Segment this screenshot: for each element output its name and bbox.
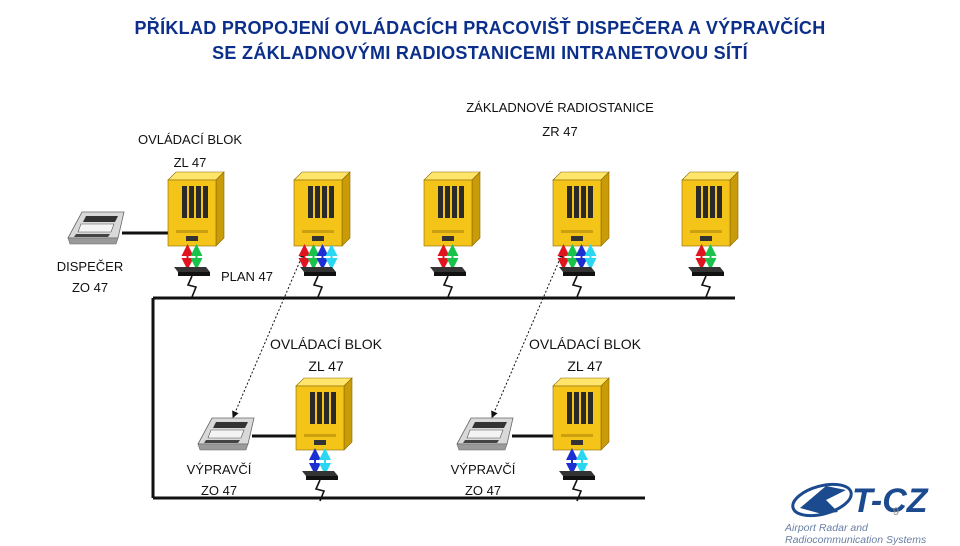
operator-right-console-icon: [456, 417, 514, 451]
control-block-top-label: OVLÁDACÍ BLOK: [137, 132, 243, 147]
operator-left-code: ZO 47: [200, 483, 238, 498]
base-station-3-unit-switch: [559, 267, 595, 298]
logo-text: T-CZ: [852, 482, 928, 520]
control-block-top-unit-switch: [174, 267, 210, 298]
base-stations-label: ZÁKLADNOVÉ RADIOSTANICE: [466, 100, 654, 115]
radio-link-right: [491, 250, 564, 419]
base-station-1-unit-switch: [300, 267, 336, 298]
title-line-1: PŘÍKLAD PROPOJENÍ OVLÁDACÍCH PRACOVIŠŤ D…: [134, 18, 826, 38]
control-block-right-label: OVLÁDACÍ BLOK: [528, 336, 642, 352]
tcz-logo-icon: [791, 482, 853, 518]
radio-link-left: [232, 250, 305, 419]
control-block-left-unit: [295, 377, 353, 451]
control-block-top-unit: [167, 171, 225, 247]
base-station-2-unit: [423, 171, 481, 247]
operator-left-console-icon: [197, 417, 255, 451]
operator-right-label: VÝPRAVČÍ: [450, 462, 516, 477]
base-station-4-unit: [681, 171, 739, 247]
base-station-2-unit-switch: [430, 267, 466, 298]
base-station-4-unit-switch: [688, 267, 724, 298]
control-block-left-unit-switch: [302, 471, 338, 502]
control-block-left-code: ZL 47: [308, 358, 344, 374]
dispatcher-label: DISPEČER: [56, 259, 124, 274]
page-number: 9: [893, 506, 900, 518]
control-block-right-code: ZL 47: [567, 358, 603, 374]
logo-tagline: Airport Radar and Radiocommunication Sys…: [785, 522, 927, 546]
dispatcher-code: ZO 47: [71, 280, 109, 295]
control-block-top-code: ZL 47: [173, 155, 207, 170]
dispatcher-console-icon: [67, 211, 125, 245]
base-station-3-unit: [552, 171, 610, 247]
operator-left-label: VÝPRAVČÍ: [186, 462, 252, 477]
control-block-right-unit-switch: [559, 471, 595, 502]
base-stations-code: ZR 47: [542, 124, 578, 139]
base-station-1-unit: [293, 171, 351, 247]
network-label: PLAN 47: [220, 269, 274, 284]
control-block-left-label: OVLÁDACÍ BLOK: [269, 336, 383, 352]
title-line-2: SE ZÁKLADNOVÝMI RADIOSTANICEMI INTRANETO…: [212, 43, 748, 63]
control-block-right-unit: [552, 377, 610, 451]
operator-right-code: ZO 47: [464, 483, 502, 498]
